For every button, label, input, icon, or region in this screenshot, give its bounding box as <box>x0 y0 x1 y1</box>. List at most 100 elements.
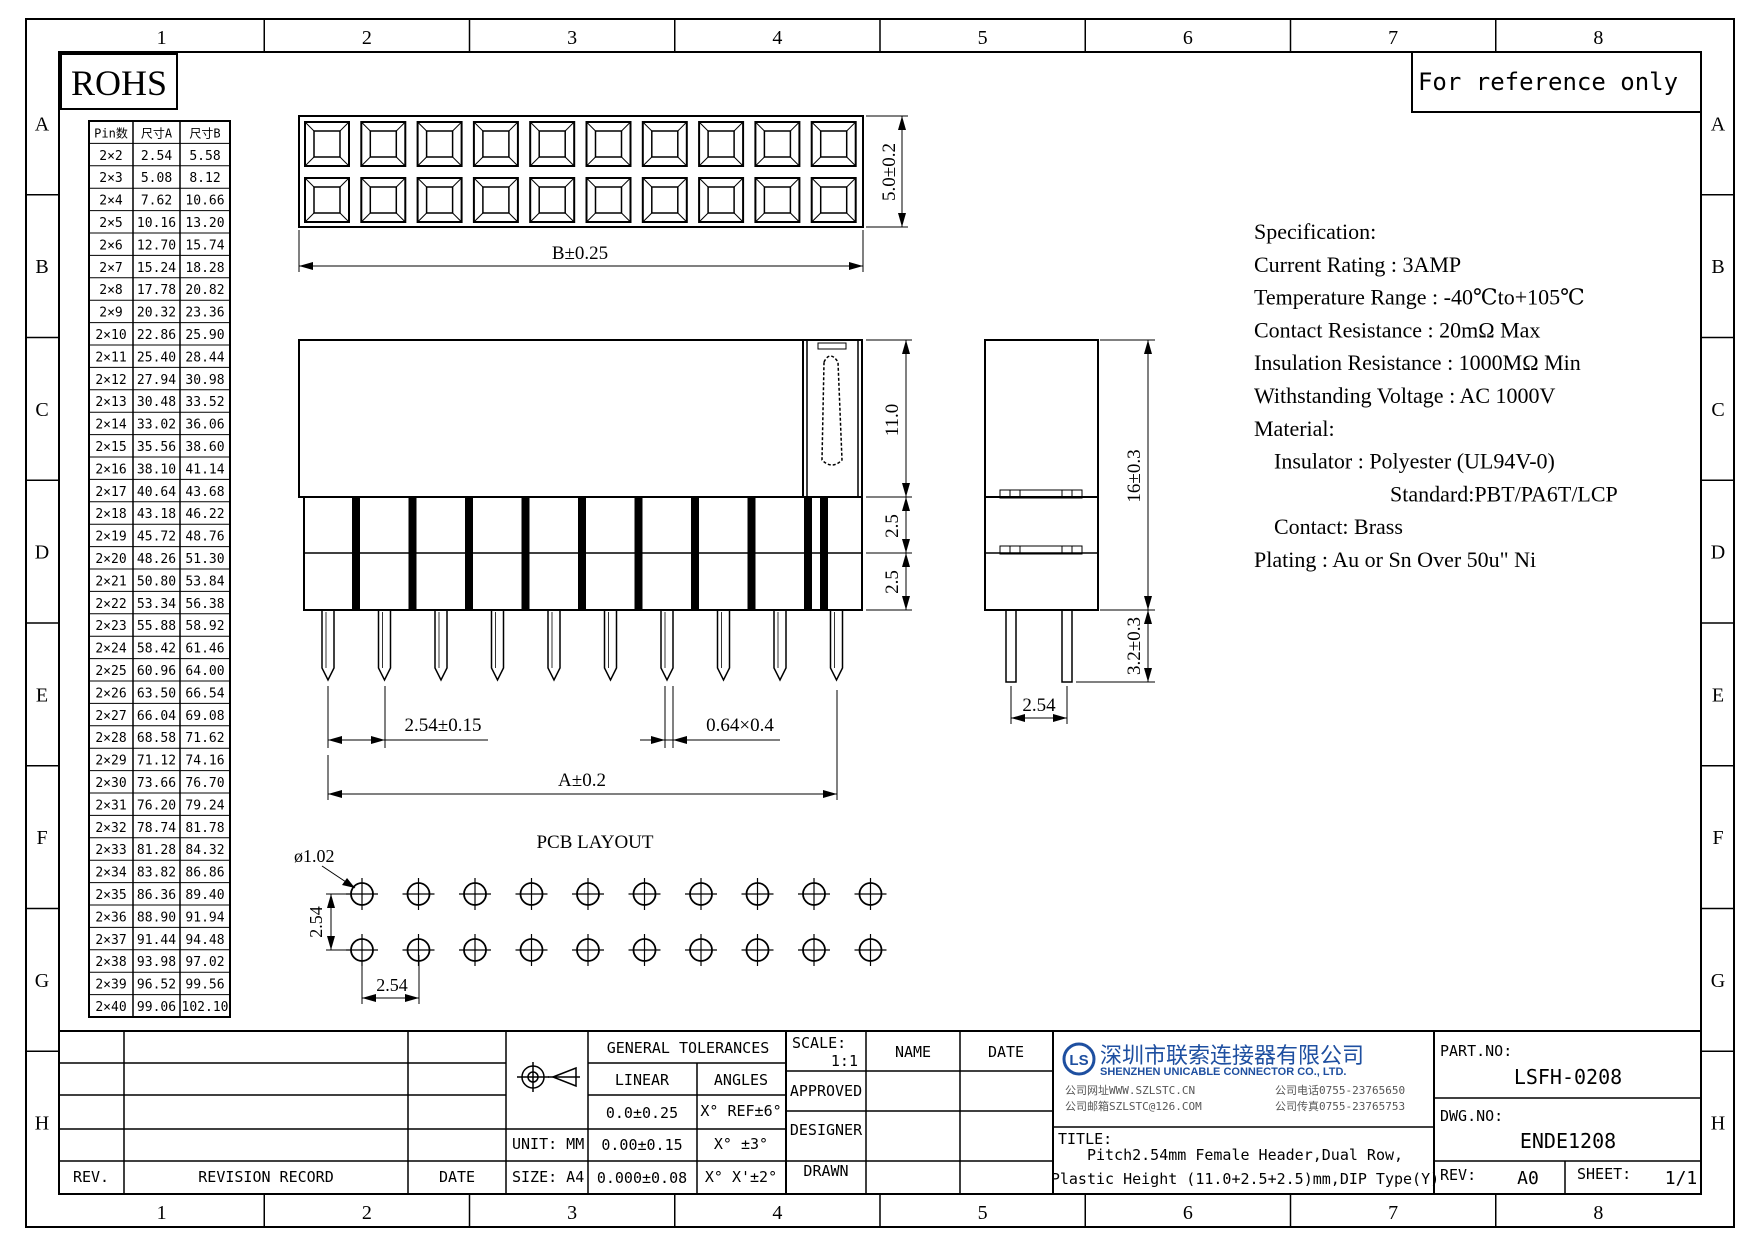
pin-table-cell: 2×29 <box>95 754 126 769</box>
svg-text:For reference only: For reference only <box>1418 68 1678 96</box>
pin-table-cell: 43.18 <box>137 507 176 522</box>
frame-row-label-right: H <box>1711 1113 1725 1135</box>
pcb-pitch-vertical: 2.54 <box>306 906 326 938</box>
pin-table-cell: 10.16 <box>137 216 176 231</box>
pin-table-cell: 81.78 <box>185 821 224 836</box>
pin-table-header: 尺寸B <box>189 126 220 140</box>
pin-table-cell: 23.36 <box>185 306 224 321</box>
pin-table-cell: 17.78 <box>137 283 176 298</box>
spec-line: Insulator : Polyester (UL94V-0) <box>1274 449 1555 474</box>
company-name-cn: 深圳市联索连接器有限公司 <box>1100 1043 1364 1068</box>
rev-label: REV: <box>1440 1166 1476 1184</box>
spec-line: Temperature Range : -40℃to+105℃ <box>1254 285 1585 310</box>
spec-line: Standard:PBT/PA6T/LCP <box>1390 481 1618 506</box>
pin-table-cell: 20.82 <box>185 283 224 298</box>
pcb-pitch-horizontal: 2.54 <box>376 975 408 995</box>
frame-row-label-left: D <box>35 542 49 564</box>
tol-linear-1: 0.0±0.25 <box>606 1104 678 1122</box>
pin-table-header: Pin数 <box>94 125 128 140</box>
spec-line: Plating : Au or Sn Over 50u" Ni <box>1254 547 1536 572</box>
pin-table-cell: 2×22 <box>95 597 126 612</box>
frame-row-label-left: E <box>36 684 48 706</box>
frame-row-label-left: C <box>35 399 48 421</box>
specification-block: Specification: Current Rating : 3AMP Tempe… <box>1254 219 1618 572</box>
spec-line: Current Rating : 3AMP <box>1254 252 1461 277</box>
pin-table-cell: 71.62 <box>185 731 224 746</box>
spec-line: Withstanding Voltage : AC 1000V <box>1254 383 1556 408</box>
spec-line: Contact: Brass <box>1274 514 1403 539</box>
pin-table-cell: 2×13 <box>95 395 126 410</box>
pin-table-cell: 79.24 <box>185 798 224 813</box>
pin-table-cell: 2×21 <box>95 574 126 589</box>
frame-col-label-bottom: 7 <box>1388 1202 1398 1224</box>
pin-table-cell: 27.94 <box>137 373 176 388</box>
pin-table-cell: 53.84 <box>185 574 224 589</box>
pin-table-cell: 99.56 <box>185 978 224 993</box>
pin-table-cell: 76.20 <box>137 798 176 813</box>
pin-table-cell: 2×34 <box>95 866 126 881</box>
pin-table-cell: 33.02 <box>137 418 176 433</box>
pin-table-cell: 86.36 <box>137 888 176 903</box>
pin-table-cell: 2×6 <box>99 238 122 253</box>
tol-angle-2: X° ±3° <box>714 1135 768 1153</box>
dim-end-pitch: 2.54 <box>1022 695 1056 716</box>
front-view: 11.0 2.5 2.5 2.54±0.15 0.64×0.4 A±0.2 <box>298 339 912 800</box>
dim-2-5-a: 2.5 <box>882 514 903 538</box>
frame-col-label-top: 5 <box>978 27 988 49</box>
frame-col-label-bottom: 3 <box>567 1202 577 1224</box>
frame-row-label-left: G <box>35 970 49 992</box>
pin-table-cell: 2×35 <box>95 888 126 903</box>
pin-table-cell: 2×16 <box>95 462 126 477</box>
pin-table-cell: 61.46 <box>185 642 224 657</box>
pin-table-cell: 2×15 <box>95 440 126 455</box>
general-tolerances-label: GENERAL TOLERANCES <box>607 1039 770 1057</box>
sheet-label: SHEET: <box>1577 1165 1631 1183</box>
pin-table-cell: 2×30 <box>95 776 126 791</box>
company-email: 公司邮箱SZLSTC@126.COM <box>1065 1099 1202 1113</box>
pin-table-cell: 2×37 <box>95 933 126 948</box>
pin-table-cell: 63.50 <box>137 686 176 701</box>
frame-col-label-bottom: 1 <box>157 1202 167 1224</box>
rev-header: REV. <box>73 1168 109 1186</box>
pin-table-cell: 15.74 <box>185 238 224 253</box>
pin-table-cell: 58.92 <box>185 619 224 634</box>
frame-row-label-left: B <box>35 256 48 278</box>
pin-table-cell: 50.80 <box>137 574 176 589</box>
pin-table-cell: 2×26 <box>95 686 126 701</box>
frame-col-label-bottom: 5 <box>978 1202 988 1224</box>
part-no-label: PART.NO: <box>1440 1042 1512 1060</box>
pin-table-cell: 7.62 <box>141 194 172 209</box>
pin-table-cell: 2×18 <box>95 507 126 522</box>
pin-table-cell: 2×23 <box>95 619 126 634</box>
pin-table-cell: 55.88 <box>137 619 176 634</box>
frame-row-label-left: A <box>35 113 50 135</box>
dim-11: 11.0 <box>882 404 903 437</box>
tol-angle-3: X° X'±2° <box>705 1168 777 1186</box>
title-line-1: Pitch2.54mm Female Header,Dual Row, <box>1087 1146 1403 1164</box>
pin-table-cell: 2×24 <box>95 642 126 657</box>
pin-table-cell: 20.32 <box>137 306 176 321</box>
spec-line: Specification: <box>1254 219 1376 244</box>
pin-table-cell: 86.86 <box>185 866 224 881</box>
approved-label: APPROVED <box>790 1082 862 1100</box>
revision-record-header: REVISION RECORD <box>198 1168 333 1186</box>
pin-table-cell: 25.40 <box>137 350 176 365</box>
pin-table-cell: 68.58 <box>137 731 176 746</box>
pin-table-cell: 2×3 <box>99 171 122 186</box>
pin-table-cell: 2×17 <box>95 485 126 500</box>
frame-row-label-right: C <box>1711 399 1724 421</box>
pin-table-cell: 2×32 <box>95 821 126 836</box>
dwg-no-label: DWG.NO: <box>1440 1107 1503 1125</box>
dim-2-5-b: 2.5 <box>882 570 903 594</box>
pin-table-cell: 25.90 <box>185 328 224 343</box>
svg-text:ROHS: ROHS <box>71 63 167 103</box>
pin-table-cell: 88.90 <box>137 910 176 925</box>
frame-row-label-left: H <box>35 1113 49 1135</box>
pin-table-cell: 78.74 <box>137 821 176 836</box>
pin-table-cell: 102.10 <box>182 1000 229 1015</box>
pin-table-cell: 38.60 <box>185 440 224 455</box>
pin-table-cell: 2×9 <box>99 306 122 321</box>
company-phone: 公司电话0755-23765650 <box>1275 1084 1405 1097</box>
